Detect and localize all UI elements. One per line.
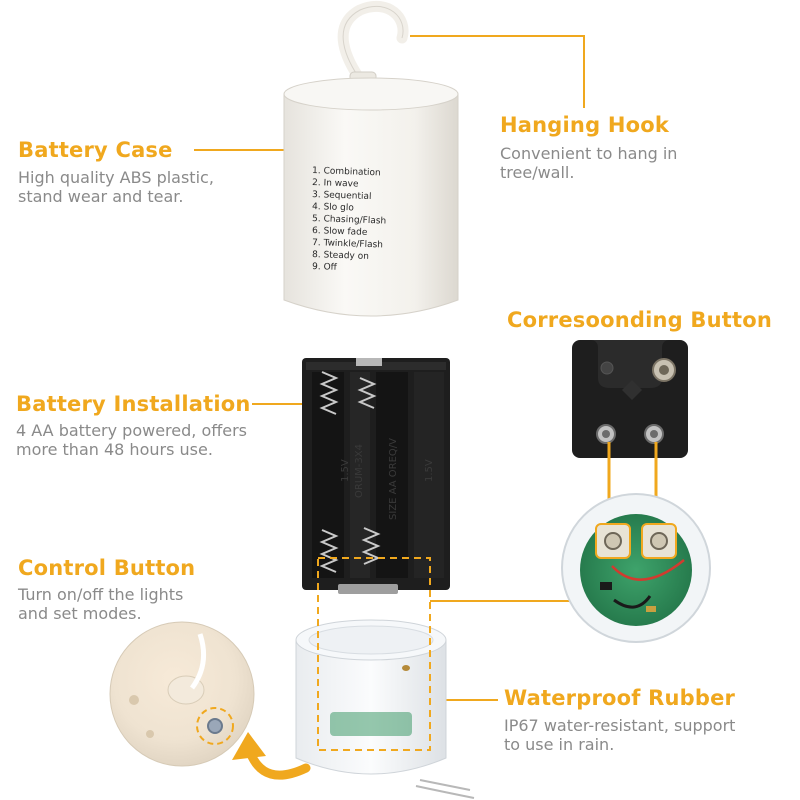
mode-item: 5. Chasing/Flash — [312, 214, 386, 227]
mode-item: 6. Slow fade — [312, 226, 368, 238]
mode-item: 3. Sequential — [312, 190, 372, 202]
description-line: Turn on/off the lights — [18, 585, 184, 604]
callout-description: Convenient to hang in tree/wall. — [500, 144, 677, 182]
callout-description: Turn on/off the lights and set modes. — [18, 585, 195, 623]
mode-item: 8. Steady on — [312, 250, 369, 262]
control-button-knob — [207, 718, 223, 734]
control-button-closeup — [109, 621, 255, 767]
description-line: 4 AA battery powered, offers — [16, 421, 248, 440]
description-line: High quality ABS plastic, — [18, 168, 214, 187]
description-line: Convenient to hang in — [500, 144, 678, 163]
callout-waterproof-rubber: Waterproof Rubber IP67 water-resistant, … — [504, 686, 735, 754]
description-line: IP67 water-resistant, support — [504, 716, 736, 735]
callout-title: Corresoonding Button — [507, 308, 773, 332]
hook-icon — [337, 0, 409, 88]
holder-voltage-2: 1.5V — [424, 459, 435, 482]
callout-description: High quality ABS plastic, stand wear and… — [18, 168, 214, 206]
corresponding-button-part — [572, 340, 688, 458]
curved-arrow-icon — [232, 732, 311, 780]
callout-battery-installation: Battery Installation 4 AA battery powere… — [16, 392, 251, 459]
highlight-box-holder-bottom — [317, 557, 431, 751]
mode-item: 7. Twinkle/Flash — [312, 238, 383, 250]
mode-item: 9. Off — [312, 262, 338, 273]
callout-title: Hanging Hook — [500, 113, 670, 137]
holder-model: ORUM-3X4 — [354, 444, 365, 498]
description-line: tree/wall. — [500, 163, 575, 182]
holder-voltage-1: 1.5V — [340, 459, 351, 482]
pcb-disc — [561, 493, 711, 643]
leader-hanging-hook — [410, 35, 585, 108]
callout-corresponding-button: Corresoonding Button — [507, 308, 772, 332]
callout-title: Control Button — [18, 556, 196, 580]
description-line: more than 48 hours use. — [16, 440, 213, 459]
callout-title: Battery Case — [18, 138, 173, 162]
mode-item: 4. Slo glo — [312, 202, 355, 213]
description-line: stand wear and tear. — [18, 187, 184, 206]
holder-size: SIZE AA OREQ/V — [388, 438, 399, 520]
callout-hanging-hook: Hanging Hook Convenient to hang in tree/… — [500, 113, 677, 182]
description-line: and set modes. — [18, 604, 142, 623]
description-line: to use in rain. — [504, 735, 615, 754]
waterproof-cup — [295, 619, 475, 799]
callout-control-button: Control Button Turn on/off the lights an… — [18, 556, 195, 623]
callout-description: IP67 water-resistant, support to use in … — [504, 716, 735, 754]
mode-list: 1. Combination 2. In wave 3. Sequential … — [312, 166, 386, 273]
mode-item: 1. Combination — [312, 166, 381, 178]
callout-battery-case: Battery Case High quality ABS plastic, s… — [18, 138, 214, 206]
battery-case: 1. Combination 2. In wave 3. Sequential … — [283, 0, 459, 317]
battery-holder: 1.5V ORUM-3X4 SIZE AA OREQ/V 1.5V — [302, 358, 450, 594]
callout-title: Battery Installation — [16, 392, 251, 416]
callout-title: Waterproof Rubber — [504, 686, 736, 710]
mode-item: 2. In wave — [312, 178, 359, 190]
callout-description: 4 AA battery powered, offers more than 4… — [16, 421, 251, 459]
